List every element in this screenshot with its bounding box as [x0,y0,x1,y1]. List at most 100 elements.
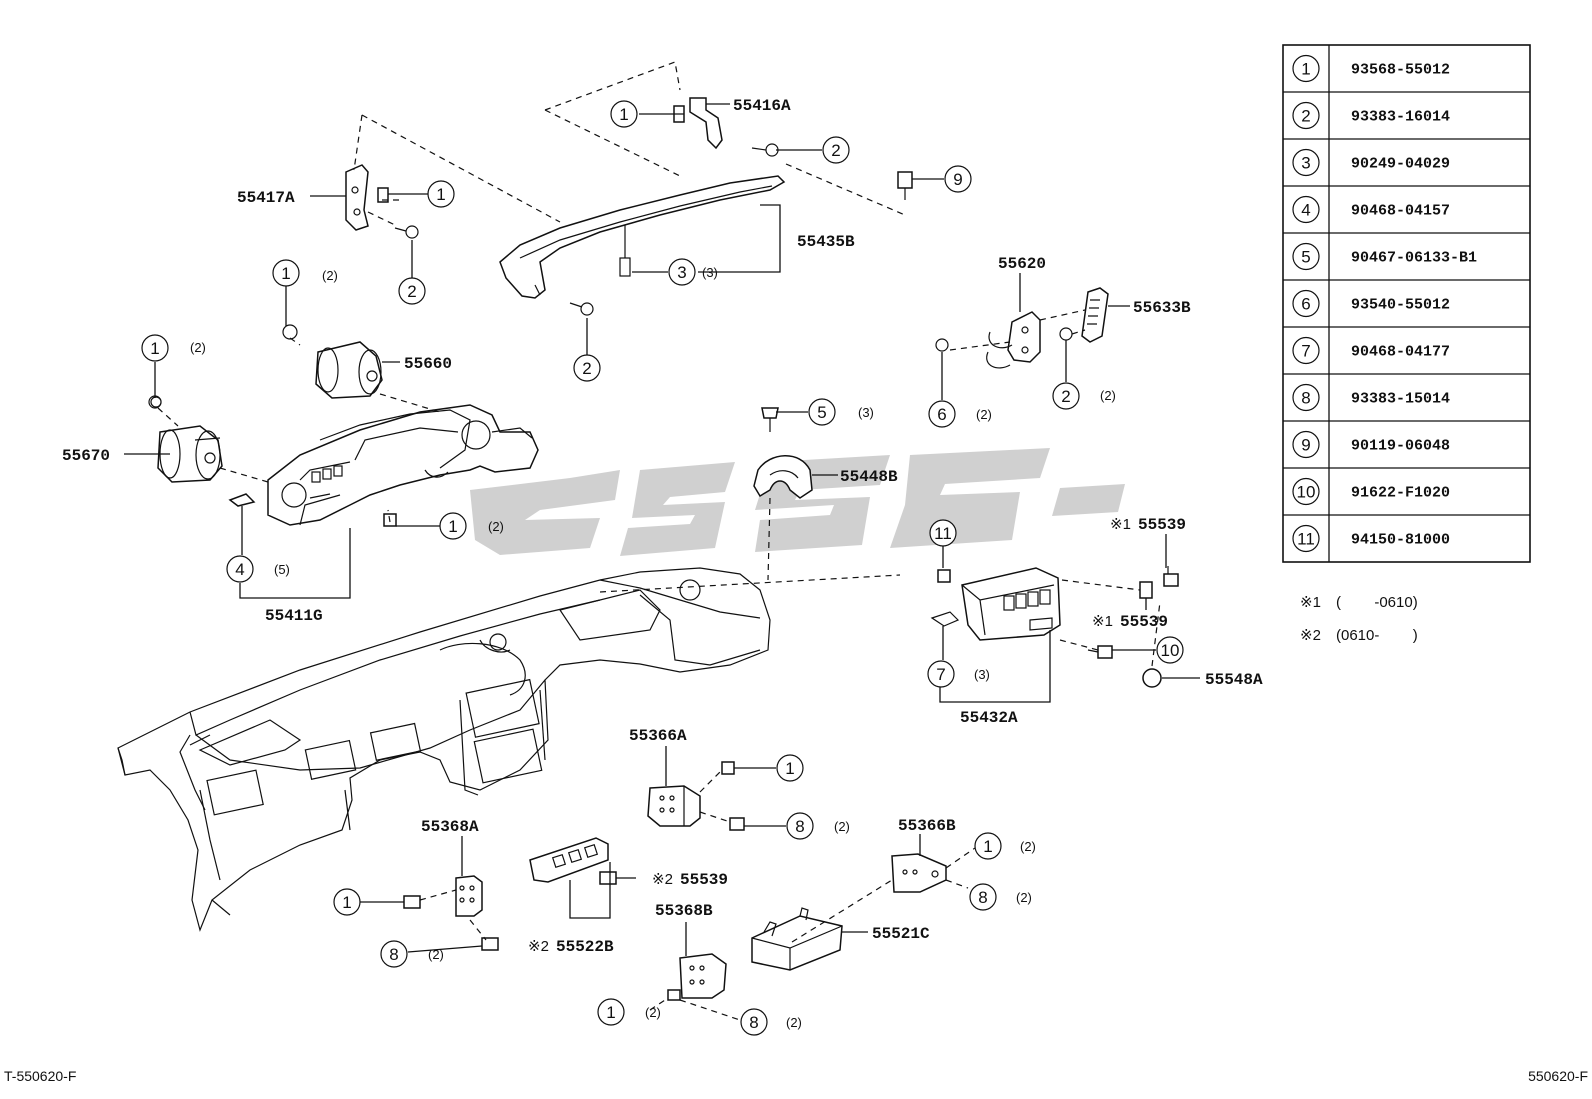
table-row-number: 2 [1301,107,1310,126]
callout-number: 8 [389,945,398,964]
callout-2-d: 2 [1052,382,1080,410]
callout-1-c: 1 [272,259,300,287]
note-mark: ※1 [1092,613,1113,630]
callout-number: 1 [619,105,628,124]
callout-number: 8 [795,817,804,836]
table-row-number: 5 [1301,248,1310,267]
callout-9: 9 [944,165,972,193]
table-callout-circle [1292,101,1320,130]
callout-4: 4 [226,555,254,583]
table-callout-circle [1292,383,1320,412]
bolt-9 [897,171,913,200]
callout-1-d: 1 [141,334,169,362]
label-55633B: 55633B [1133,299,1191,317]
table-row-partno: 90468-04177 [1351,344,1450,361]
qty-label: (2) [645,1005,661,1020]
qty-label: (2) [1100,388,1116,403]
callout-2-b: 2 [398,277,426,305]
callout-8-a: 8 [786,812,814,840]
callout-1-i: 1 [597,998,625,1026]
hook-55620 [935,311,1041,369]
table-callout-circle [1292,54,1320,83]
callout-number: 8 [749,1013,758,1032]
callout-number: 1 [983,837,992,856]
note-mark: ※2 [528,938,549,955]
note-mark: ※2 [652,871,673,888]
footer-left-code: T-550620-F [4,1068,76,1084]
table-row-number: 10 [1297,483,1316,502]
note-text-2: (0610- ) [1336,627,1418,644]
qty-label: (2) [786,1015,802,1030]
quantity-labels: (3) (2) (2) (2) (5) (3) (2) (2) (3) (2) … [190,265,1116,1030]
note-mark: ※1 [1110,516,1131,533]
table-callout-circle [1292,148,1320,177]
callout-1-b: 1 [427,180,455,208]
label-55539: 55539 [1138,516,1186,534]
callout-10: 10 [1156,636,1184,664]
qty-label: (2) [190,340,206,355]
qty-label: (2) [834,819,850,834]
callout-3: 3 [668,258,696,286]
fasteners [150,396,397,527]
table-callout-circle [1292,477,1320,506]
callout-8-c: 8 [969,883,997,911]
table-callout-circle [1292,430,1320,459]
table-row-partno: 90468-04157 [1351,203,1450,220]
table-row-partno: 91622-F1020 [1351,485,1450,502]
label-55366A: 55366A [629,727,687,745]
bracket-55448B [753,407,813,499]
callout-number: 8 [978,888,987,907]
table-callout-circle [1292,336,1320,365]
switch-55670 [148,395,223,483]
part-labels: 55416A 55417A 55435B 55660 55670 55411G … [62,97,1263,956]
label-55448B: 55448B [840,468,898,486]
label-55539: 55539 [680,871,728,889]
notes: ※1 ( -0610) ※2 (0610- ) [1300,594,1418,644]
table-row-partno: 93540-55012 [1351,297,1450,314]
table-row-number: 9 [1301,436,1310,455]
label-55435B: 55435B [797,233,855,251]
callout-1-a: 1 [610,100,638,128]
callout-number: 7 [936,665,945,684]
holder-55522B [529,837,609,883]
callout-11: 11 [929,519,957,547]
label-55539: 55539 [1120,613,1168,631]
callout-number: 2 [1061,387,1070,406]
qty-label: (2) [1016,890,1032,905]
callout-7: 7 [927,660,955,688]
leader-lines [124,103,1200,956]
callout-2-c: 2 [573,354,601,382]
table-row-number: 1 [1301,60,1310,79]
table-callout-circle [1292,524,1320,553]
callouts: 1 1 1 1 1 1 1 1 1 2 2 2 2 3 4 5 6 7 8 8 … [141,100,1184,1036]
callout-number: 11 [934,524,952,543]
label-55660: 55660 [404,355,452,373]
note-text-1: ( -0610) [1336,594,1418,611]
callout-number: 6 [937,405,946,424]
panel-55435B [499,175,786,316]
dashboard-panel [117,567,771,932]
meter-hood-55411G [267,404,539,526]
switch-55660 [282,324,383,399]
callout-number: 3 [677,263,686,282]
label-55548A: 55548A [1205,671,1263,689]
note-mark-1: ※1 [1300,594,1321,611]
table-row-partno: 90467-06133-B1 [1351,250,1477,267]
trim-55633B [1059,287,1109,343]
table-row-partno: 93383-16014 [1351,109,1450,126]
label-55521C: 55521C [872,925,930,943]
table-row-partno: 93568-55012 [1351,62,1450,79]
label-55368B: 55368B [655,902,713,920]
qty-label: (2) [322,268,338,283]
callout-number: 1 [281,264,290,283]
qty-label: (3) [858,405,874,420]
label-55368A: 55368A [421,818,479,836]
label-55417A: 55417A [237,189,295,207]
label-55411G: 55411G [265,607,323,625]
table-row-partno: 90249-04029 [1351,156,1450,173]
callout-number: 2 [831,141,840,160]
callout-1-g: 1 [333,888,361,916]
callout-number: 4 [235,560,244,579]
